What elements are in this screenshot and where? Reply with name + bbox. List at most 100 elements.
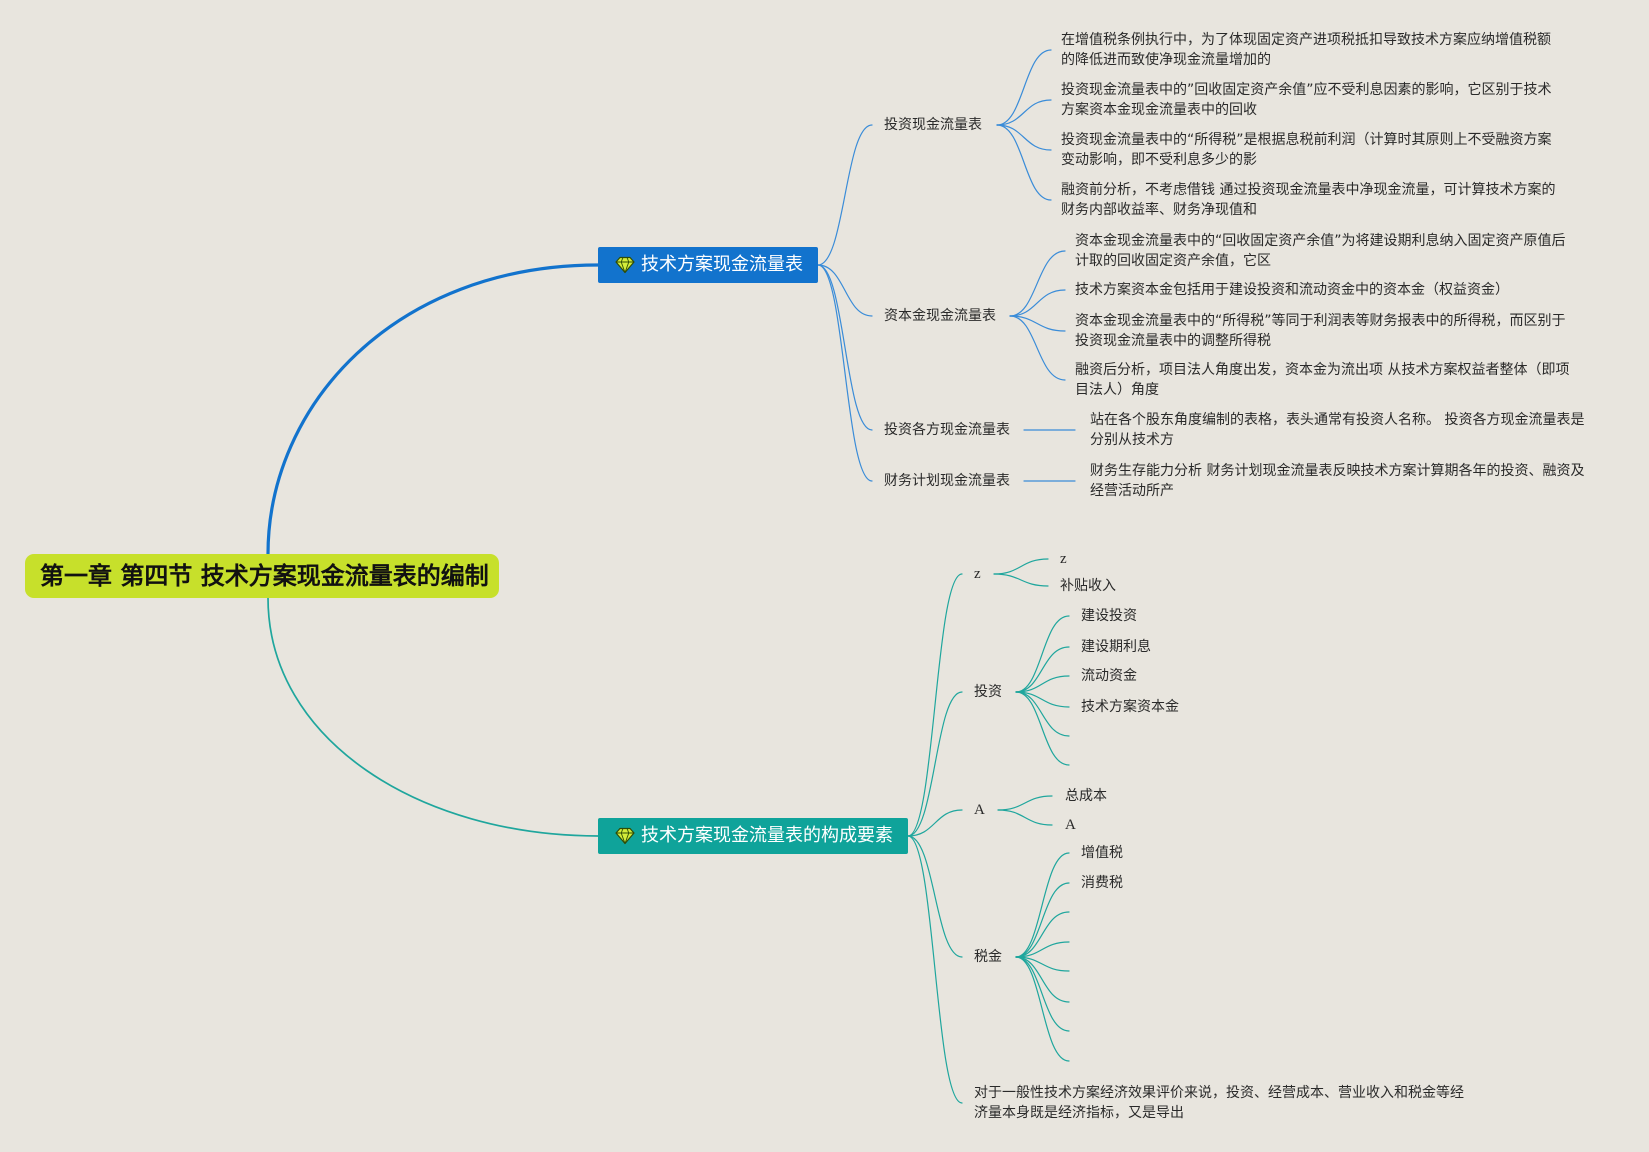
connector-to-investor-table xyxy=(817,264,873,431)
empty-subtopic[interactable] xyxy=(1081,902,1097,922)
connector-to-taxes xyxy=(907,835,963,958)
connector-to-equity-table xyxy=(817,264,873,317)
note-topic[interactable]: 融资前分析，不考虑借钱 通过投资现金流量表中净现金流量，可计算技术方案的 财务内… xyxy=(1061,180,1555,220)
note-topic[interactable]: 站在各个股东角度编制的表格，表头通常有投资人名称。 投资各方现金流量表是 分别从… xyxy=(1090,410,1584,450)
empty-subtopic[interactable] xyxy=(1081,932,1097,952)
empty-subtopic[interactable] xyxy=(1081,961,1097,981)
connector-to-financial-plan-table xyxy=(817,264,873,482)
note-line: 站在各个股东角度编制的表格，表头通常有投资人名称。 投资各方现金流量表是 xyxy=(1090,412,1585,428)
central-topic[interactable]: 第一章 第四节 技术方案现金流量表的编制 xyxy=(25,554,499,598)
connector-to-investment-table xyxy=(817,124,873,266)
subtopic-investor-cash-flow-table[interactable]: 投资各方现金流量表 xyxy=(884,422,1010,438)
connector-note xyxy=(996,124,1052,151)
subtopic-a[interactable]: A xyxy=(974,802,985,818)
note-line: 变动影响，即不受利息多少的影 xyxy=(1061,152,1257,168)
subtopic-vat[interactable]: 增值税 xyxy=(1081,845,1123,861)
subtopic-investment[interactable]: 投资 xyxy=(974,684,1002,700)
note-line: 融资前分析，不考虑借钱 通过投资现金流量表中净现金流量，可计算技术方案的 xyxy=(1061,182,1556,198)
subtopic-financial-plan-cash-flow-table[interactable]: 财务计划现金流量表 xyxy=(884,473,1010,489)
note-line: 对于一般性技术方案经济效果评价来说，投资、经营成本、营业收入和税金等经 xyxy=(974,1085,1464,1101)
note-topic[interactable]: 资本金现金流量表中的“所得税”等同于利润表等财务报表中的所得税，而区别于 投资现… xyxy=(1075,311,1566,351)
subtopic-construction-period-interest[interactable]: 建设期利息 xyxy=(1081,639,1151,655)
gem-icon-outline xyxy=(615,256,635,274)
connector-root-to-cash-flow-statement xyxy=(266,263,600,556)
note-line: 财务内部收益率、财务净现值和 xyxy=(1061,202,1257,218)
subtopic-project-equity[interactable]: 技术方案资本金 xyxy=(1081,699,1179,715)
gem-icon-facets xyxy=(616,257,634,273)
connector xyxy=(1015,941,1070,958)
connector xyxy=(993,558,1049,575)
subtopic-construction-investment[interactable]: 建设投资 xyxy=(1081,608,1137,624)
subtopic-total-cost[interactable]: 总成本 xyxy=(1065,788,1107,804)
gem-icon-facets xyxy=(616,828,634,844)
main-topic-label: 技术方案现金流量表的构成要素 xyxy=(641,825,893,846)
note-line: 技术方案资本金包括用于建设投资和流动资金中的资本金（权益资金） xyxy=(1075,282,1509,298)
note-topic[interactable]: 投资现金流量表中的”回收固定资产余值”应不受利息因素的影响，它区别于技术 方案资… xyxy=(1061,80,1552,120)
note-line: 资本金现金流量表中的“回收固定资产余值”为将建设期利息纳入固定资产原值后 xyxy=(1075,233,1566,249)
note-line: 的降低进而致使净现金流量增加的 xyxy=(1061,52,1271,68)
note-line: 投资现金流量表中的“所得税”是根据息税前利润（计算时其原则上不受融资方案 xyxy=(1061,132,1552,148)
connector-note xyxy=(1009,315,1066,381)
connector xyxy=(1015,956,1070,972)
empty-subtopic[interactable] xyxy=(1081,992,1097,1012)
gem-icon xyxy=(615,256,635,274)
connector-to-investment xyxy=(907,691,963,837)
empty-subtopic[interactable] xyxy=(1081,755,1097,775)
main-topic-cash-flow-statement[interactable]: 技术方案现金流量表 xyxy=(598,247,818,283)
note-topic[interactable]: 资本金现金流量表中的“回收固定资产余值”为将建设期利息纳入固定资产原值后 计取的… xyxy=(1075,231,1566,271)
note-topic[interactable]: 技术方案资本金包括用于建设投资和流动资金中的资本金（权益资金） xyxy=(1075,280,1509,300)
subtopic-z[interactable]: z xyxy=(974,566,981,582)
note-line: 资本金现金流量表中的“所得税”等同于利润表等财务报表中的所得税，而区别于 xyxy=(1075,313,1566,329)
empty-subtopic[interactable] xyxy=(1081,726,1097,746)
empty-subtopic[interactable] xyxy=(1081,1021,1097,1041)
subtopic-taxes[interactable]: 税金 xyxy=(974,949,1002,965)
empty-subtopic[interactable] xyxy=(1081,1051,1097,1071)
connector xyxy=(1015,956,1070,1032)
note-line: 在增值税条例执行中，为了体现固定资产进项税抵扣导致技术方案应纳增值税额 xyxy=(1061,32,1551,48)
connector-note xyxy=(1009,250,1066,317)
connector xyxy=(1015,911,1070,958)
subtopic-investment-cash-flow-table[interactable]: 投资现金流量表 xyxy=(884,117,982,133)
connector xyxy=(1015,691,1070,737)
subtopic-consumption-tax[interactable]: 消费税 xyxy=(1081,875,1123,891)
connector-to-summary-note xyxy=(907,835,963,1104)
subtopic-z-child[interactable]: z xyxy=(1060,551,1067,567)
connector xyxy=(1015,882,1070,958)
note-line: 投资现金流量表中的调整所得税 xyxy=(1075,333,1271,349)
connector-note xyxy=(1009,315,1066,332)
note-topic[interactable]: 在增值税条例执行中，为了体现固定资产进项税抵扣导致技术方案应纳增值税额 的降低进… xyxy=(1061,30,1551,70)
subtopic-a-child[interactable]: A xyxy=(1065,817,1076,833)
connector xyxy=(1015,646,1070,693)
gem-icon-outline xyxy=(615,827,635,845)
connector xyxy=(1015,675,1070,693)
connector xyxy=(1015,956,1070,1003)
connector xyxy=(1015,615,1070,693)
connector-note xyxy=(996,99,1052,126)
connector xyxy=(997,795,1053,811)
gem-icon xyxy=(615,827,635,845)
subtopic-working-capital[interactable]: 流动资金 xyxy=(1081,668,1137,684)
subtopic-equity-cash-flow-table[interactable]: 资本金现金流量表 xyxy=(884,308,996,324)
connector-to-z xyxy=(907,573,963,837)
note-line: 财务生存能力分析 财务计划现金流量表反映技术方案计算期各年的投资、融资及 xyxy=(1090,463,1585,479)
subtopic-subsidy-income[interactable]: 补贴收入 xyxy=(1060,578,1116,594)
connector xyxy=(1015,956,1070,1062)
note-line: 投资现金流量表中的”回收固定资产余值”应不受利息因素的影响，它区别于技术 xyxy=(1061,82,1552,98)
central-topic-label: 第一章 第四节 技术方案现金流量表的编制 xyxy=(40,562,489,590)
note-topic[interactable]: 投资现金流量表中的“所得税”是根据息税前利润（计算时其原则上不受融资方案 变动影… xyxy=(1061,130,1552,170)
connector-root-to-cash-flow-elements xyxy=(267,597,599,837)
note-topic[interactable]: 融资后分析，项目法人角度出发，资本金为流出项 从技术方案权益者整体（即项 目法人… xyxy=(1075,360,1569,400)
note-line: 融资后分析，项目法人角度出发，资本金为流出项 从技术方案权益者整体（即项 xyxy=(1075,362,1570,378)
connector-note xyxy=(996,49,1052,126)
main-topic-cash-flow-elements[interactable]: 技术方案现金流量表的构成要素 xyxy=(598,818,908,854)
connector xyxy=(1015,691,1070,766)
note-line: 计取的回收固定资产余值，它区 xyxy=(1075,253,1271,269)
note-topic-summary[interactable]: 对于一般性技术方案经济效果评价来说，投资、经营成本、营业收入和税金等经 济量本身… xyxy=(974,1083,1464,1123)
note-line: 方案资本金现金流量表中的回收 xyxy=(1061,102,1257,118)
connector xyxy=(1015,852,1070,958)
connector-to-a xyxy=(907,809,963,837)
note-topic[interactable]: 财务生存能力分析 财务计划现金流量表反映技术方案计算期各年的投资、融资及 经营活… xyxy=(1090,461,1584,501)
note-line: 分别从技术方 xyxy=(1090,432,1174,448)
